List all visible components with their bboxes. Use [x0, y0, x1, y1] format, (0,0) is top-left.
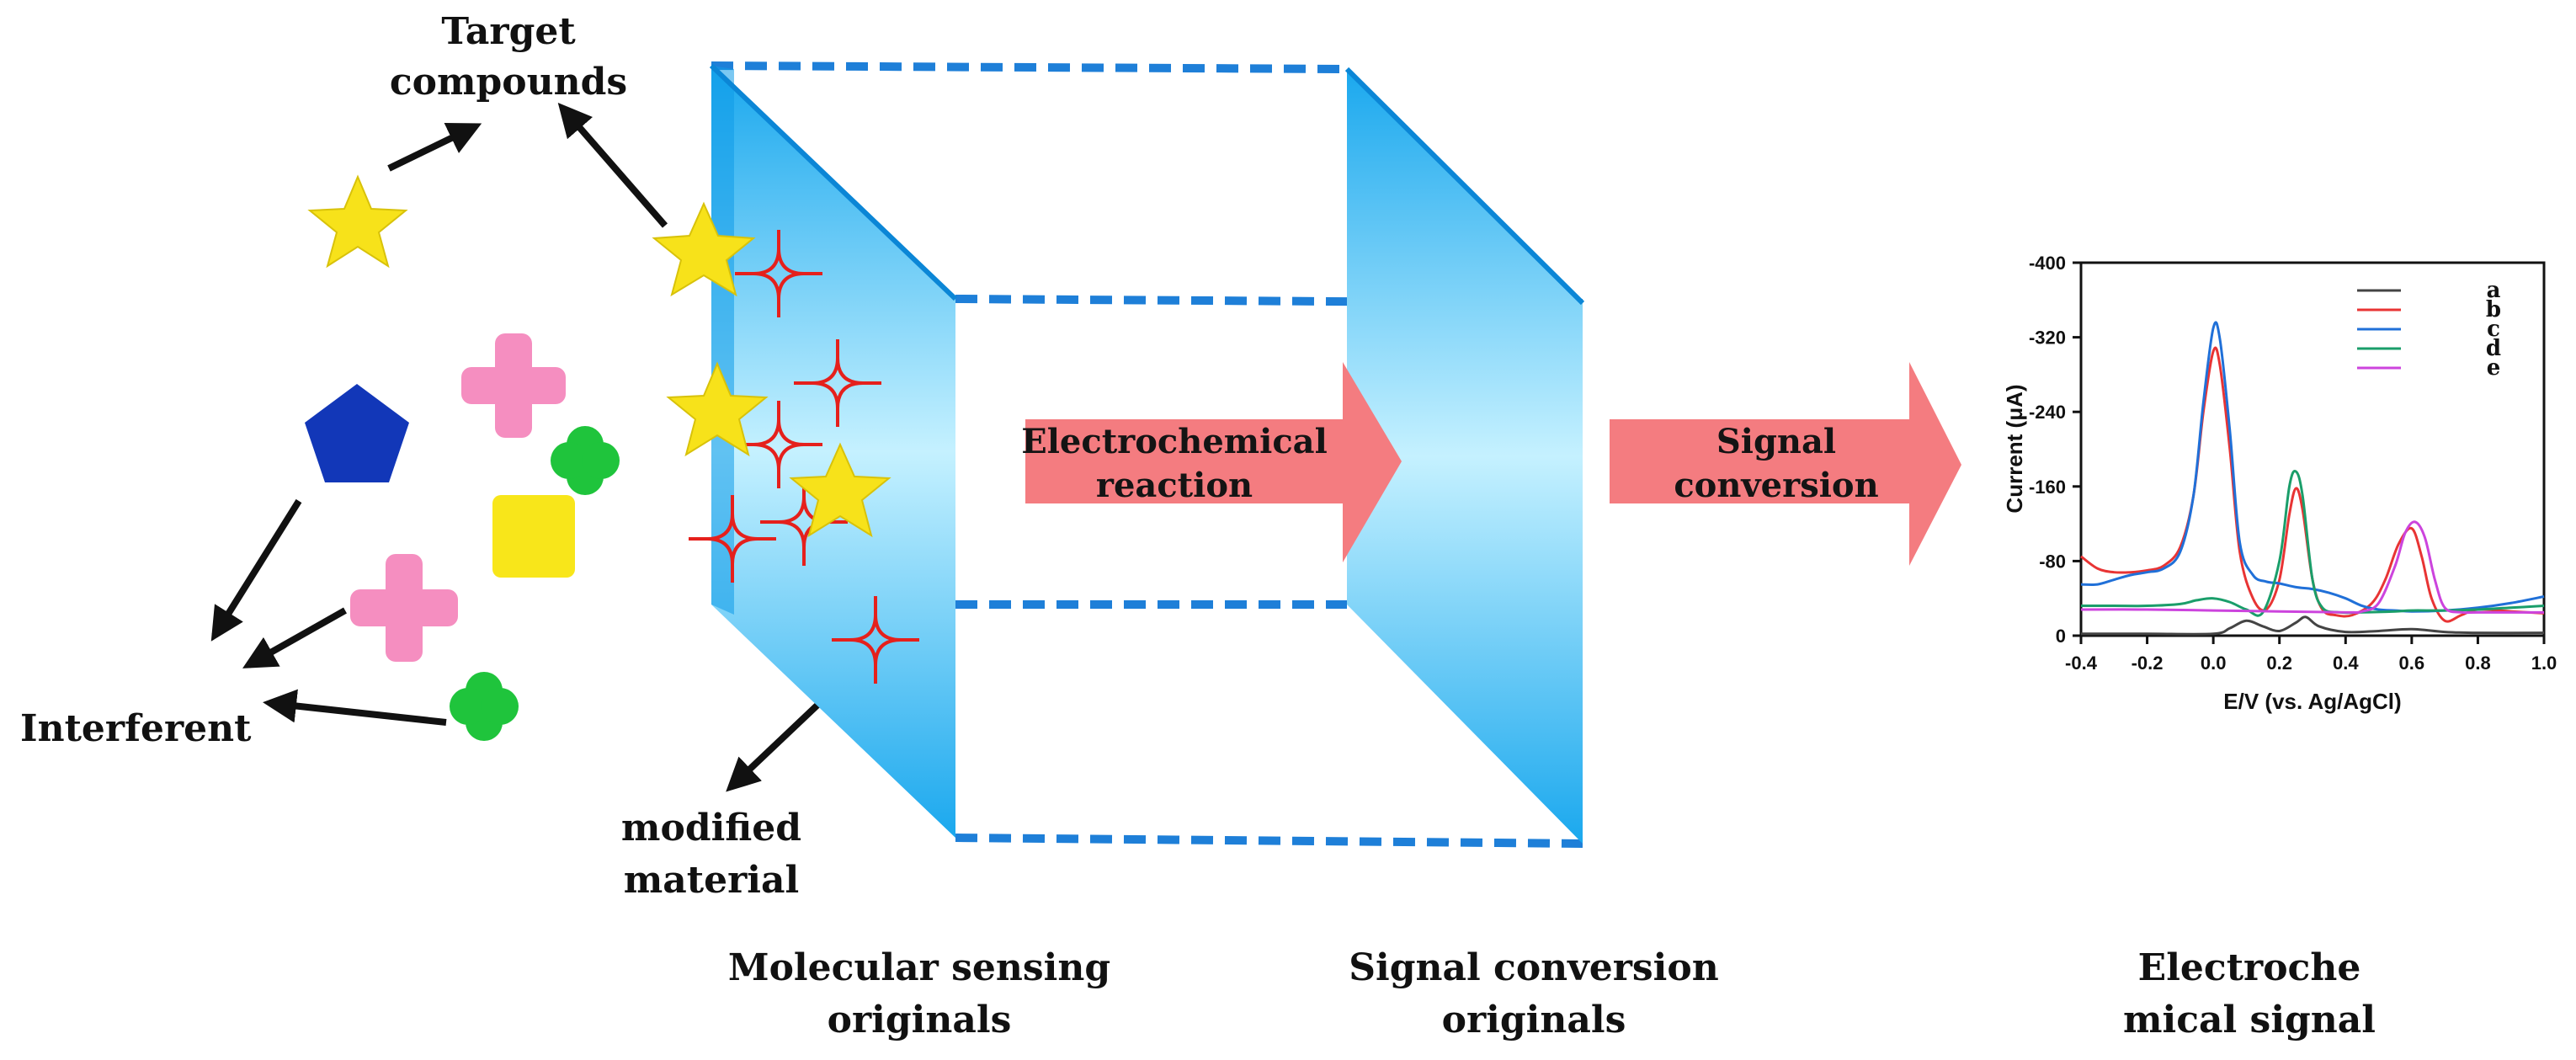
series-lines	[2080, 321, 2545, 636]
legend-label-c: c	[2487, 317, 2500, 342]
crosslinker-molecule	[794, 339, 881, 427]
svg-text:Electroche: Electroche	[2138, 946, 2361, 989]
svg-text:Signal conversion: Signal conversion	[1349, 946, 1718, 989]
cross-shape	[461, 333, 566, 438]
legend-label-e: e	[2487, 355, 2501, 381]
voltammogram-chart: -0.4 -0.2 0.0 0.2 0.4 0.6 0.8 1.0 0 -80 -160 -240 -…	[2002, 253, 2557, 714]
y-tick-label: -80	[2039, 551, 2066, 572]
svg-text:Molecular sensing: Molecular sensing	[728, 946, 1110, 989]
arrow-pentagon-to-interferent	[210, 498, 302, 642]
legend-label-d: d	[2486, 336, 2501, 361]
x-axis-label: E/V (vs. Ag/AgCl)	[2223, 689, 2401, 714]
svg-text:originals: originals	[828, 999, 1012, 1041]
x-tick-label: 0.4	[2333, 653, 2359, 674]
legend-label-b: b	[2486, 297, 2501, 322]
svg-text:reaction: reaction	[1096, 466, 1253, 505]
clover-shape	[551, 426, 620, 495]
series-line-e	[2080, 520, 2544, 615]
x-tick-label: 0.2	[2266, 653, 2292, 674]
cross-shape	[350, 554, 458, 662]
y-tick-label: -400	[2029, 253, 2066, 274]
y-tick-label: -160	[2029, 477, 2066, 498]
molecular-sensing-caption: Molecular sensing originals	[728, 946, 1110, 1041]
x-tick-label: 0.0	[2201, 653, 2227, 674]
clover-shape	[450, 672, 519, 741]
svg-text:material: material	[624, 859, 800, 902]
modified-material-label: modified material	[621, 807, 801, 902]
arrow-clover-to-interferent	[263, 689, 447, 726]
plot-frame	[2079, 261, 2546, 637]
svg-text:Electrochemical: Electrochemical	[1021, 422, 1328, 461]
arrow-cross-to-interferent	[242, 607, 347, 668]
bound-star-shape	[652, 201, 756, 297]
signal-conversion-arrow: Signal conversion	[1610, 362, 1961, 566]
crosslinker-molecule	[689, 495, 776, 583]
svg-text:originals: originals	[1442, 999, 1626, 1041]
legend-label-a: a	[2487, 278, 2501, 303]
crosslinker-molecule	[735, 230, 822, 317]
bound-star-shape	[666, 361, 769, 457]
bound-star-shape	[789, 442, 891, 538]
series-line-b	[2080, 346, 2545, 623]
crosslinker-molecule	[832, 596, 919, 684]
electrochemical-reaction-arrow: Electrochemical reaction	[1021, 362, 1402, 562]
electrochemical-signal-caption: Electroche mical signal	[2123, 946, 2376, 1041]
series-line-a	[2080, 615, 2545, 636]
molecular-sensing-panel	[709, 63, 958, 838]
svg-text:compounds: compounds	[390, 61, 627, 104]
x-axis-ticks: -0.4 -0.2 0.0 0.2 0.4 0.6 0.8 1.0	[2065, 636, 2557, 674]
y-axis-label: Current (μA)	[2002, 384, 2027, 513]
pentagon-shape	[305, 384, 409, 482]
y-tick-label: -320	[2029, 328, 2066, 349]
x-tick-label: 0.6	[2399, 653, 2425, 674]
arrow-star-to-target	[387, 122, 482, 172]
svg-text:conversion: conversion	[1674, 466, 1878, 505]
series-line-c	[2080, 321, 2545, 613]
target-compounds-label: Target compounds	[390, 10, 627, 104]
x-tick-label: 0.8	[2465, 653, 2491, 674]
x-tick-label: -0.4	[2065, 653, 2098, 674]
arrow-surface-star-to-target	[557, 102, 668, 228]
y-tick-label: -240	[2029, 402, 2066, 423]
y-axis-ticks: 0 -80 -160 -240 -320 -400	[2029, 253, 2081, 647]
svg-text:mical signal: mical signal	[2123, 999, 2376, 1041]
svg-text:modified: modified	[621, 807, 801, 850]
svg-text:Signal: Signal	[1716, 422, 1836, 461]
y-tick-label: 0	[2056, 626, 2066, 647]
x-tick-label: 1.0	[2531, 653, 2557, 674]
signal-conversion-panel	[1344, 67, 1585, 844]
square-shape	[492, 495, 575, 578]
signal-conversion-caption: Signal conversion originals	[1349, 946, 1718, 1041]
x-tick-label: -0.2	[2132, 653, 2164, 674]
interferent-label: Interferent	[20, 707, 252, 750]
series-line-d	[2080, 470, 2545, 617]
svg-text:Target: Target	[441, 10, 576, 53]
star-shape	[307, 174, 408, 269]
